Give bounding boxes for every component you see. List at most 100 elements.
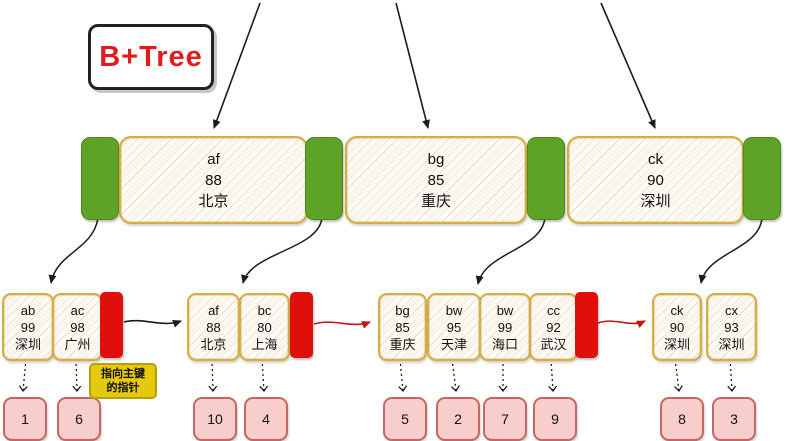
leaf-city: 北京 xyxy=(200,336,227,352)
node-value: 88 xyxy=(205,171,222,189)
node-value: 90 xyxy=(647,171,664,189)
leaf-next-pointer-block xyxy=(100,292,123,358)
root-pointer-arrow xyxy=(600,2,656,129)
leaf-city: 广州 xyxy=(64,336,91,352)
pk-pointer-arrow xyxy=(730,358,732,391)
leaf-key: bw xyxy=(496,302,514,318)
primary-key-box: 2 xyxy=(436,397,480,441)
leaf-key: bw xyxy=(445,302,463,318)
leaf-city: 上海 xyxy=(251,336,278,352)
internal-node: af 88 北京 xyxy=(119,136,308,224)
leaf-cell: ab 99 深圳 xyxy=(2,293,54,361)
leaf-key: bc xyxy=(257,302,272,318)
pk-pointer-arrow xyxy=(262,358,264,391)
pk-pointer-arrow xyxy=(675,358,679,391)
leaf-value: 85 xyxy=(395,319,410,335)
pk-pointer-arrow xyxy=(212,358,213,391)
leaf-cell: ck 90 深圳 xyxy=(652,293,702,361)
primary-key-box: 1 xyxy=(3,397,47,441)
leaf-city: 深圳 xyxy=(663,336,690,352)
leaf-cell: cc 92 武汉 xyxy=(529,293,578,361)
primary-key-box: 4 xyxy=(244,397,288,441)
leaf-city: 重庆 xyxy=(389,336,416,352)
primary-key-box: 10 xyxy=(193,397,237,441)
leaf-value: 99 xyxy=(20,319,36,335)
node-city: 北京 xyxy=(198,192,229,210)
child-pointer-block xyxy=(305,137,343,220)
primary-key-box: 9 xyxy=(533,397,577,441)
leaf-cell: bc 80 上海 xyxy=(239,293,290,361)
primary-key-box: 3 xyxy=(712,397,756,441)
primary-key-box: 8 xyxy=(660,397,704,441)
leaf-key: ac xyxy=(70,302,85,318)
child-pointer-arrow xyxy=(48,217,99,284)
pk-pointer-arrow xyxy=(551,358,553,391)
annotation-label: 指向主键 的指针 xyxy=(89,363,157,399)
leaf-value: 80 xyxy=(257,319,272,335)
leaf-value: 93 xyxy=(724,319,739,335)
leaf-value: 88 xyxy=(206,319,221,335)
primary-key-value: 8 xyxy=(678,411,686,427)
annotation-line2: 的指针 xyxy=(106,382,140,394)
leaf-city: 深圳 xyxy=(14,336,41,352)
leaf-cell: cx 93 深圳 xyxy=(706,293,757,361)
child-pointer-block xyxy=(743,137,781,220)
primary-key-value: 2 xyxy=(454,411,462,427)
annotation-line1: 指向主键 xyxy=(101,368,145,380)
pk-pointer-arrow xyxy=(23,358,26,391)
leaf-link-arrow xyxy=(313,321,371,329)
leaf-city: 海口 xyxy=(491,336,518,352)
leaf-city: 武汉 xyxy=(540,336,567,352)
leaf-city: 深圳 xyxy=(718,336,745,352)
node-key: af xyxy=(207,150,220,168)
root-pointer-arrow xyxy=(213,2,261,129)
primary-key-value: 10 xyxy=(207,411,223,427)
child-pointer-arrow xyxy=(475,217,546,285)
node-key: ck xyxy=(648,150,663,168)
child-pointer-arrow xyxy=(698,217,763,284)
leaf-cell: bw 95 天津 xyxy=(427,293,481,361)
primary-key-value: 4 xyxy=(262,411,270,427)
leaf-value: 98 xyxy=(70,319,85,335)
leaf-key: cc xyxy=(547,302,560,318)
pk-pointer-arrow xyxy=(76,358,77,391)
primary-key-value: 6 xyxy=(75,411,83,427)
child-pointer-block xyxy=(527,137,565,220)
leaf-link-arrow xyxy=(123,319,182,328)
leaf-key: bg xyxy=(395,302,410,318)
leaf-value: 90 xyxy=(669,319,685,335)
title-badge: B+Tree xyxy=(88,24,214,90)
leaf-key: ab xyxy=(20,302,36,318)
primary-key-value: 5 xyxy=(401,411,409,427)
primary-key-value: 3 xyxy=(730,411,738,427)
leaf-key: af xyxy=(208,302,219,318)
root-pointer-arrow xyxy=(395,2,430,129)
leaf-value: 99 xyxy=(497,319,513,335)
leaf-cell: af 88 北京 xyxy=(187,293,240,361)
node-key: bg xyxy=(427,150,445,168)
leaf-value: 92 xyxy=(546,319,561,335)
title-label: B+Tree xyxy=(99,40,203,73)
leaf-key: ck xyxy=(670,302,684,318)
node-city: 深圳 xyxy=(640,192,671,210)
leaf-next-pointer-block xyxy=(290,292,313,358)
node-city: 重庆 xyxy=(420,192,451,210)
leaf-cell: ac 98 广州 xyxy=(52,293,103,361)
leaf-key: cx xyxy=(725,302,738,318)
leaf-value: 95 xyxy=(446,319,462,335)
child-pointer-arrow xyxy=(241,217,323,284)
node-value: 85 xyxy=(427,171,445,189)
pk-pointer-arrow xyxy=(452,358,456,391)
primary-key-box: 5 xyxy=(383,397,427,441)
leaf-next-pointer-block xyxy=(575,292,598,358)
child-pointer-block xyxy=(81,137,119,220)
leaf-city: 天津 xyxy=(440,336,467,352)
internal-node: ck 90 深圳 xyxy=(567,136,744,224)
leaf-link-arrow xyxy=(597,320,646,329)
pk-pointer-arrow xyxy=(400,358,403,391)
primary-key-box: 7 xyxy=(483,397,527,441)
primary-key-value: 7 xyxy=(501,411,509,427)
primary-key-box: 6 xyxy=(57,397,101,441)
